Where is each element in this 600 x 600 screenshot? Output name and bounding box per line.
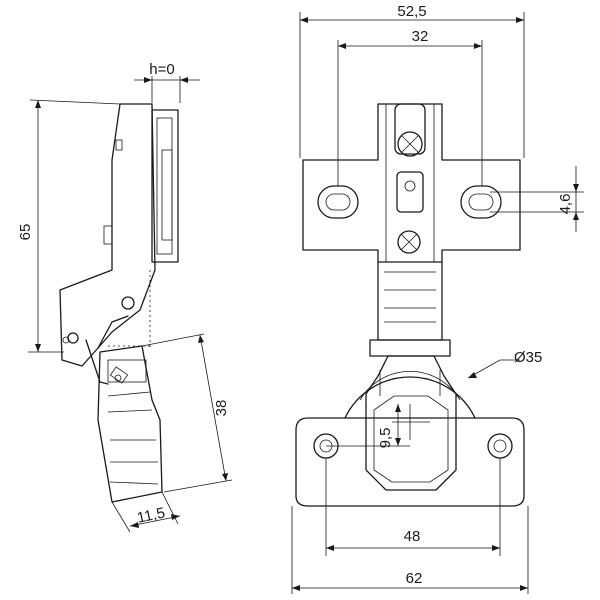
dim-slot-height-label: 4,6 xyxy=(557,194,574,215)
front-cup-plate xyxy=(295,417,525,507)
side-mounting-plate xyxy=(151,109,179,263)
left-slot xyxy=(317,185,359,219)
dim-arm-length-label: 38 xyxy=(213,400,230,417)
front-mounting-plate xyxy=(302,103,521,263)
dim-side-height: 65 xyxy=(17,99,121,353)
dim-cup-diameter-label: Ø35 xyxy=(514,349,542,366)
dim-cup-diameter: Ø35 xyxy=(467,349,542,379)
dim-overall-width: 52,5 xyxy=(299,3,525,158)
side-screw xyxy=(62,336,70,344)
dim-cup-offset-label: 9,5 xyxy=(377,428,394,449)
dim-overlay-label: h=0 xyxy=(149,61,174,78)
front-top-screw xyxy=(397,131,423,157)
dim-cup-depth: 11,5 xyxy=(111,491,181,533)
side-body-outline xyxy=(59,103,156,367)
side-cup xyxy=(97,345,163,503)
dim-cup-offset: 9,5 xyxy=(326,404,410,448)
right-slot xyxy=(460,185,502,219)
dim-slot-height: 4,6 xyxy=(490,166,584,232)
cup-outline xyxy=(344,376,476,419)
side-pivot-pin xyxy=(121,296,135,310)
dim-cup-depth-label: 11,5 xyxy=(136,504,167,526)
dim-bottom-overall: 62 xyxy=(291,506,529,594)
side-view xyxy=(59,103,179,503)
dim-overlay: h=0 xyxy=(134,61,200,103)
dim-arm-length: 38 xyxy=(141,333,233,493)
dim-hole-spacing: 32 xyxy=(337,28,483,186)
side-pivot-pin-lower xyxy=(67,332,79,344)
dim-hole-spacing-label: 32 xyxy=(412,28,429,45)
dim-bottom-overall-label: 62 xyxy=(406,570,423,587)
front-lower-screw xyxy=(397,230,421,254)
right-mount-hole xyxy=(487,433,513,459)
cup-body xyxy=(365,355,457,491)
dim-bottom-hole-spacing: 48 xyxy=(325,458,501,556)
dim-bottom-hole-spacing-label: 48 xyxy=(404,528,421,545)
dim-overall-width-label: 52,5 xyxy=(397,3,426,20)
dim-side-height-label: 65 xyxy=(17,224,34,241)
